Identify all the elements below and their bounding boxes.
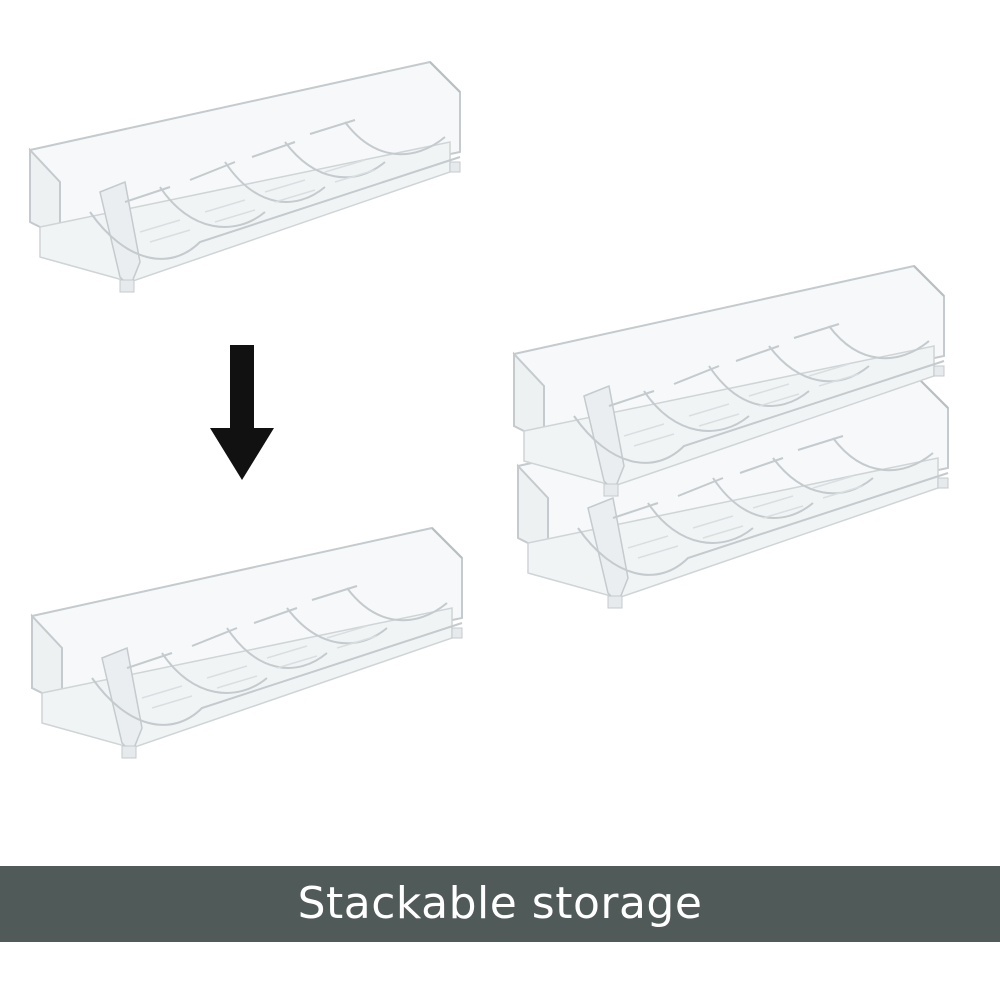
rack-single-bottom bbox=[31, 527, 463, 759]
caption-bar: Stackable storage bbox=[0, 866, 1000, 942]
caption-text: Stackable storage bbox=[297, 878, 703, 929]
rack-single-top bbox=[29, 61, 461, 293]
down-arrow-icon bbox=[210, 345, 274, 480]
